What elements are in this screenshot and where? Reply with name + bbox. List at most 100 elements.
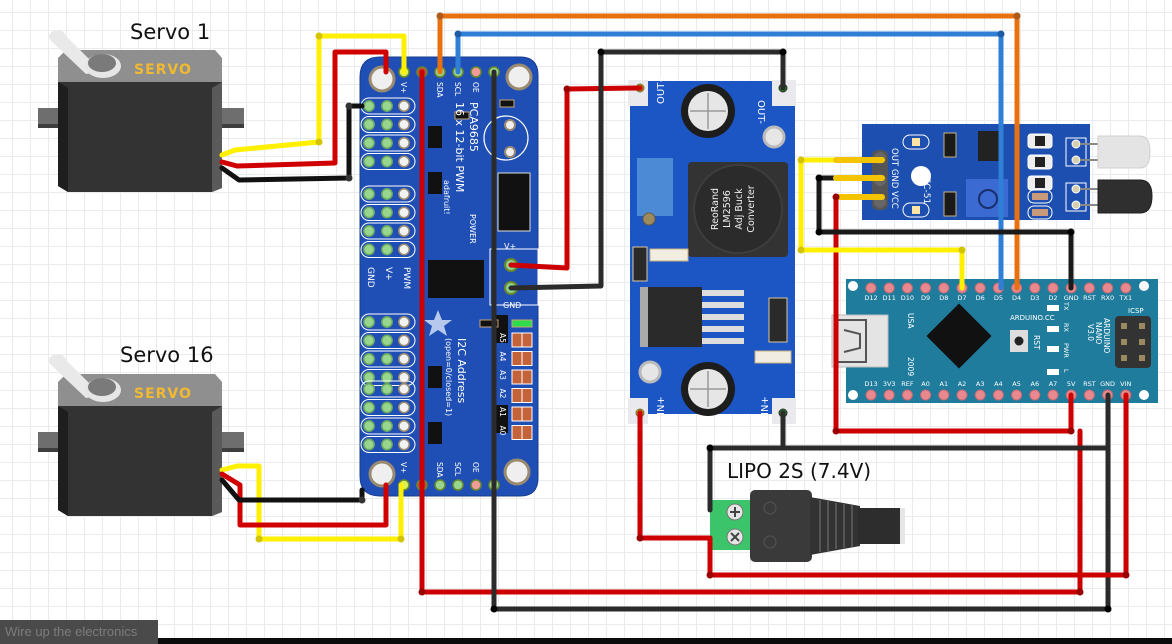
- wire-pwm-logic-vcc[interactable]: [419, 69, 1083, 595]
- wire-bend-point[interactable]: [636, 534, 644, 542]
- servo-1[interactable]: Servo 1 SERVO: [38, 20, 244, 192]
- pwm-header-pin[interactable]: [363, 118, 375, 131]
- nano-bottom-pin[interactable]: [1011, 389, 1023, 401]
- wire-bend-point[interactable]: [1013, 12, 1021, 20]
- wire-bend-point[interactable]: [706, 444, 714, 452]
- nano-bottom-pin[interactable]: [992, 389, 1004, 401]
- pwm-header-pin[interactable]: [398, 438, 410, 451]
- nano-bottom-pin[interactable]: [901, 389, 913, 401]
- wire-bend-point[interactable]: [597, 48, 605, 56]
- wire-scl[interactable]: [455, 31, 1004, 291]
- wire-bend-point[interactable]: [1104, 605, 1112, 613]
- nano-bottom-pin[interactable]: [865, 389, 877, 401]
- pwm-header-pin[interactable]: [398, 243, 410, 256]
- pwm-header-pin[interactable]: [363, 420, 375, 432]
- wire-bend-point[interactable]: [1122, 571, 1130, 579]
- nano-top-pin[interactable]: [1029, 282, 1041, 294]
- pwm-header-pin[interactable]: [398, 100, 410, 112]
- pwm-header-pin[interactable]: [363, 401, 375, 414]
- wire-bend-point[interactable]: [797, 246, 805, 254]
- pwm-header-pin[interactable]: [363, 334, 375, 347]
- pwm-header-pin[interactable]: [363, 206, 375, 219]
- pwm-header-pin[interactable]: [398, 206, 410, 219]
- pwm-header-pin[interactable]: [381, 155, 393, 168]
- wire-bend-point[interactable]: [315, 32, 323, 40]
- wire-bend-point[interactable]: [815, 174, 823, 182]
- fc51-ir-sensor[interactable]: OUT GND VCC FC-51: [862, 124, 1153, 220]
- nano-bottom-pin[interactable]: [883, 389, 895, 401]
- pwm-header-pin[interactable]: [381, 438, 393, 451]
- wire-bend-point[interactable]: [1067, 427, 1075, 435]
- pwm-header-pin[interactable]: [363, 438, 375, 451]
- wire-bend-point[interactable]: [454, 30, 462, 38]
- lm2596-buck-converter[interactable]: ReoRand LM2596 Adj Buck Converter OUT+ O…: [628, 74, 796, 424]
- pwm-header-pin[interactable]: [381, 243, 393, 256]
- wire-bend-point[interactable]: [958, 246, 966, 254]
- pwm-header-pin[interactable]: [363, 353, 375, 365]
- wire-pwm-logic-gnd[interactable]: [491, 69, 1111, 612]
- wire-bend-point[interactable]: [345, 102, 353, 110]
- wire-bend-point[interactable]: [832, 427, 840, 435]
- nano-top-pin[interactable]: [883, 282, 895, 294]
- pwm-header-pin[interactable]: [398, 420, 410, 432]
- nano-bottom-pin[interactable]: [1047, 389, 1059, 401]
- pwm-header-pin[interactable]: [381, 420, 393, 432]
- pwm-header-pin[interactable]: [381, 118, 393, 131]
- pwm-header-pin[interactable]: [398, 188, 410, 200]
- pwm-header-pin[interactable]: [381, 100, 393, 112]
- pwm-header-pin[interactable]: [398, 225, 410, 237]
- wire-bend-point[interactable]: [397, 535, 405, 543]
- wire-bend-point[interactable]: [797, 156, 805, 164]
- wire-bend-point[interactable]: [345, 174, 353, 182]
- lipo-battery-jack[interactable]: LIPO 2S (7.4V): [710, 459, 905, 562]
- pwm-header-pin[interactable]: [398, 316, 410, 328]
- pwm-header-pin[interactable]: [363, 188, 375, 200]
- pwm-header-pin[interactable]: [398, 155, 410, 168]
- wire-bend-point[interactable]: [255, 535, 263, 543]
- wire-bend-point[interactable]: [358, 496, 366, 504]
- pwm-header-pin[interactable]: [398, 137, 410, 149]
- pwm-top-pin[interactable]: [470, 66, 482, 78]
- nano-bottom-pin[interactable]: [1029, 389, 1041, 401]
- nano-top-pin[interactable]: [1047, 282, 1059, 294]
- pwm-header-pin[interactable]: [398, 401, 410, 414]
- wire-servo16-power[interactable]: [219, 471, 389, 528]
- wire-servo16-ground[interactable]: [219, 477, 365, 503]
- nano-bottom-pin[interactable]: [920, 389, 932, 401]
- pwm-header-pin[interactable]: [398, 353, 410, 365]
- pwm-header-pin[interactable]: [381, 206, 393, 219]
- nano-top-pin[interactable]: [920, 282, 932, 294]
- pwm-header-pin[interactable]: [398, 118, 410, 131]
- nano-top-pin[interactable]: [1102, 282, 1114, 294]
- wire-bend-point[interactable]: [1076, 588, 1084, 596]
- pwm-header-pin[interactable]: [381, 188, 393, 200]
- wire-battery-to-nano-vin[interactable]: [707, 392, 1129, 578]
- nano-top-pin[interactable]: [938, 282, 950, 294]
- pwm-header-pin[interactable]: [398, 371, 410, 384]
- pwm-header-pin[interactable]: [398, 334, 410, 347]
- wire-sda[interactable]: [437, 13, 1020, 291]
- pwm-header-pin[interactable]: [381, 334, 393, 347]
- wire-bend-point[interactable]: [563, 85, 571, 93]
- wire-bend-point[interactable]: [490, 605, 498, 613]
- wire-bend-point[interactable]: [436, 12, 444, 20]
- nano-bottom-pin[interactable]: [956, 389, 968, 401]
- servo-16[interactable]: Servo 16 SERVO: [38, 343, 244, 516]
- pwm-bottom-pin[interactable]: [434, 479, 446, 491]
- wire-bend-point[interactable]: [1067, 228, 1075, 236]
- pwm-bottom-pin[interactable]: [452, 479, 464, 491]
- wire-battery-plus-to-buck-in[interactable]: [637, 410, 713, 541]
- pwm-header-pin[interactable]: [381, 353, 393, 365]
- wire-bend-point[interactable]: [997, 30, 1005, 38]
- wire-servo1-power[interactable]: [219, 49, 389, 169]
- wire-bend-point[interactable]: [815, 228, 823, 236]
- pwm-header-pin[interactable]: [363, 316, 375, 328]
- wire-bend-point[interactable]: [779, 48, 787, 56]
- wire-servo1-signal[interactable]: [219, 33, 407, 158]
- pwm-header-pin[interactable]: [381, 137, 393, 149]
- pwm-header-pin[interactable]: [381, 371, 393, 384]
- wire-bend-point[interactable]: [832, 193, 840, 201]
- pwm-header-pin[interactable]: [363, 137, 375, 149]
